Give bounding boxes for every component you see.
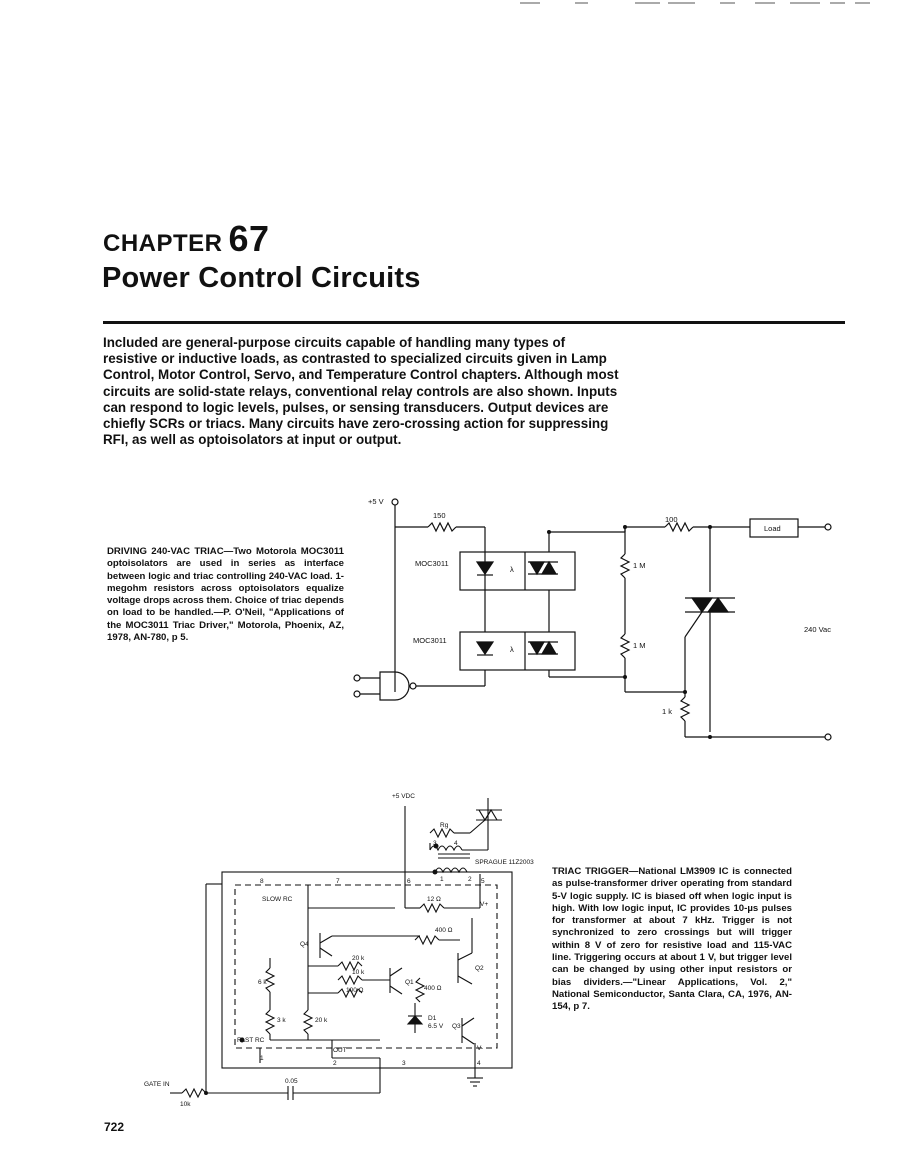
fig2-r20k-b: 20 k bbox=[315, 1017, 328, 1024]
fig1-r1k-label: 1 k bbox=[662, 707, 672, 716]
fig2-fast-rc: FAST RC bbox=[237, 1037, 265, 1044]
fig2-pin3: 3 bbox=[402, 1060, 406, 1067]
page-number: 722 bbox=[104, 1120, 125, 1134]
fig2-r100: 100 Ω bbox=[346, 987, 364, 994]
fig2-r3k: 3 k bbox=[277, 1017, 286, 1024]
fig2-gate-in: GATE IN bbox=[144, 1081, 170, 1088]
fig2-slow-rc: SLOW RC bbox=[262, 896, 293, 903]
fig2-xfmr-pin1: 1 bbox=[440, 876, 444, 883]
figure1-caption: DRIVING 240-VAC TRIAC—Two Motorola MOC30… bbox=[107, 546, 344, 644]
scan-edge-marks bbox=[520, 2, 870, 4]
fig1-opto-bottom-label: MOC3011 bbox=[413, 636, 447, 645]
fig2-supply-label: +5 VDC bbox=[392, 793, 415, 800]
fig1-lambda-bottom: λ bbox=[510, 645, 514, 654]
fig2-q3: Q3 bbox=[452, 1023, 461, 1030]
fig2-xfmr-pin2: 2 bbox=[468, 876, 472, 883]
figure2-schematic: +5 VDC Rg 3 4 SPRAGUE 11Z2003 1 2 8 7 6 … bbox=[144, 793, 534, 1108]
fig2-vminus: V- bbox=[477, 1045, 483, 1052]
fig1-r100-label: 100 bbox=[665, 515, 678, 524]
figure2-caption: TRIAC TRIGGER—National LM3909 IC is conn… bbox=[552, 866, 792, 1013]
fig2-r400a: 400 Ω bbox=[435, 927, 453, 934]
fig2-d1: D1 bbox=[428, 1015, 437, 1022]
chapter-title: Power Control Circuits bbox=[102, 262, 421, 294]
fig2-r6k: 6 k bbox=[258, 979, 267, 986]
figure1-schematic: +5 V 150 100 Load MOC3011 MOC3011 λ λ 1 … bbox=[353, 497, 832, 741]
fig1-vac-label: 240 Vac bbox=[804, 625, 831, 634]
fig2-cap: 0.05 bbox=[285, 1078, 298, 1085]
fig2-vplus: V+ bbox=[480, 901, 488, 908]
fig2-xfmr-pin3: 3 bbox=[433, 840, 437, 847]
fig1-r1m-top-label: 1 M bbox=[633, 561, 646, 570]
chapter-number: 67 bbox=[228, 218, 270, 259]
fig1-r150-label: 150 bbox=[433, 511, 446, 520]
fig2-rin: 10k bbox=[180, 1101, 191, 1108]
fig2-pin5: 5 bbox=[481, 878, 485, 885]
fig2-q2: Q2 bbox=[475, 965, 484, 972]
fig2-sprague-label: SPRAGUE 11Z2003 bbox=[475, 859, 534, 866]
fig1-supply-label: +5 V bbox=[368, 497, 384, 506]
fig2-out: OUT bbox=[333, 1047, 347, 1054]
fig2-xfmr-pin4: 4 bbox=[454, 840, 458, 847]
fig2-d1v: 6.5 V bbox=[428, 1023, 444, 1030]
fig2-rg-label: Rg bbox=[440, 822, 449, 829]
fig2-r12: 12 Ω bbox=[427, 896, 441, 903]
fig1-load-label: Load bbox=[764, 524, 781, 533]
fig2-r10k: 10 k bbox=[352, 969, 365, 976]
fig2-pin4: 4 bbox=[477, 1060, 481, 1067]
fig1-lambda-top: λ bbox=[510, 565, 514, 574]
fig2-r20k-a: 20 k bbox=[352, 955, 365, 962]
fig1-opto-top-label: MOC3011 bbox=[415, 559, 449, 568]
chapter-word: CHAPTER bbox=[103, 230, 223, 257]
fig2-pin8: 8 bbox=[260, 878, 264, 885]
fig2-r400b: 400 Ω bbox=[424, 985, 442, 992]
fig2-q4: Q4 bbox=[300, 941, 309, 948]
fig2-pin2: 2 bbox=[333, 1060, 337, 1067]
title-rule bbox=[103, 321, 845, 324]
intro-paragraph: Included are general-purpose circuits ca… bbox=[103, 335, 619, 448]
fig2-q1: Q1 bbox=[405, 979, 414, 986]
fig2-pin7: 7 bbox=[336, 878, 340, 885]
fig2-pin1: 1 bbox=[260, 1055, 264, 1062]
fig2-pin6: 6 bbox=[407, 878, 411, 885]
fig1-r1m-bottom-label: 1 M bbox=[633, 641, 646, 650]
